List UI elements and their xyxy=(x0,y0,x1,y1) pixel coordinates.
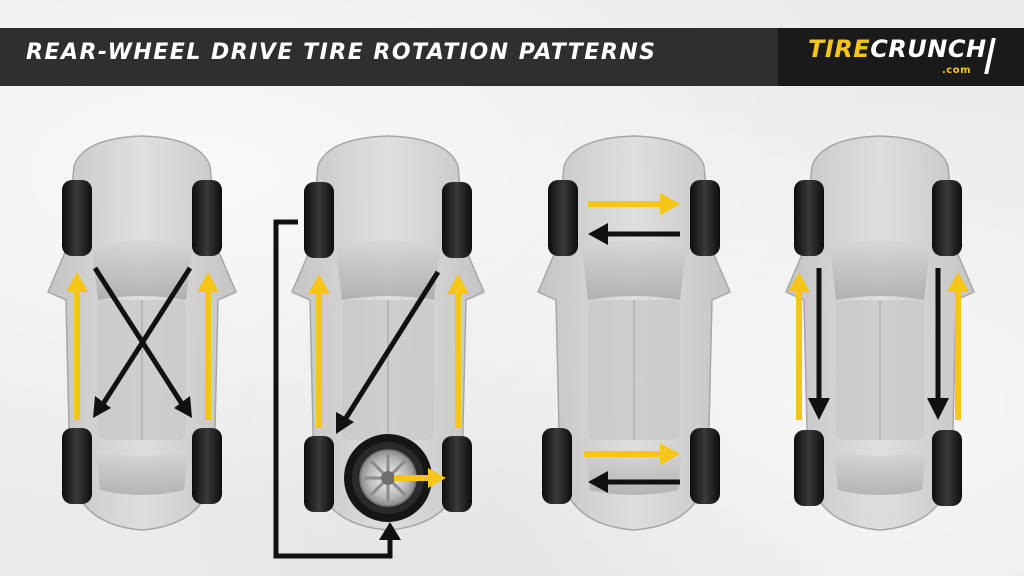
arrow-icon xyxy=(336,270,441,434)
car-top-view-icon xyxy=(291,135,485,531)
arrow-icon xyxy=(584,443,680,465)
arrow-icon xyxy=(273,219,401,559)
arrow-icon xyxy=(927,268,949,420)
car-3-side-to-side xyxy=(537,135,731,531)
arrow-icon xyxy=(66,272,88,420)
car-top-view-icon xyxy=(537,135,731,531)
logo-tire-text: TIRE xyxy=(808,35,871,63)
arrow-icon xyxy=(93,266,193,418)
tire-icon xyxy=(794,180,824,256)
car-top-view-icon xyxy=(785,135,975,531)
arrow-icon xyxy=(588,223,680,245)
arrow-icon xyxy=(788,272,810,420)
arrow-icon xyxy=(92,266,192,418)
arrow-icon xyxy=(947,272,969,420)
tire-icon xyxy=(304,436,334,512)
arrow-icon xyxy=(197,272,219,420)
tire-icon xyxy=(932,180,962,256)
tire-icon xyxy=(690,428,720,504)
tirecrunch-logo[interactable]: TIRECRUNCH .com xyxy=(778,28,1024,86)
page-title: Rear-Wheel Drive Tire Rotation Patterns xyxy=(26,40,657,65)
tire-icon xyxy=(62,428,92,504)
header-bar: Rear-Wheel Drive Tire Rotation Patterns … xyxy=(0,28,1024,86)
arrow-icon xyxy=(447,274,469,428)
tire-icon xyxy=(304,182,334,258)
tire-icon xyxy=(442,182,472,258)
logo-crunch-text: CRUNCH xyxy=(870,35,987,63)
arrow-icon xyxy=(588,193,680,215)
tire-icon xyxy=(192,428,222,504)
tire-icon xyxy=(62,180,92,256)
spare-wheel-icon xyxy=(344,434,432,522)
tire-icon xyxy=(794,430,824,506)
tire-icon xyxy=(192,180,222,256)
tire-icon xyxy=(690,180,720,256)
car-1-rearward-cross xyxy=(47,135,237,531)
tire-icon xyxy=(548,180,578,256)
tire-icon xyxy=(442,436,472,512)
arrow-icon xyxy=(394,468,446,488)
arrow-icon xyxy=(588,471,680,493)
logo-domain-text: .com xyxy=(942,65,972,76)
logo-wordmark: TIRECRUNCH xyxy=(808,37,987,61)
car-top-view-icon xyxy=(47,135,237,531)
car-2-five-tire-rotation xyxy=(273,135,485,559)
tire-icon xyxy=(542,428,572,504)
arrow-icon xyxy=(808,268,830,420)
arrow-icon xyxy=(308,274,330,428)
car-4-front-to-rear xyxy=(785,135,975,531)
tire-icon xyxy=(932,430,962,506)
